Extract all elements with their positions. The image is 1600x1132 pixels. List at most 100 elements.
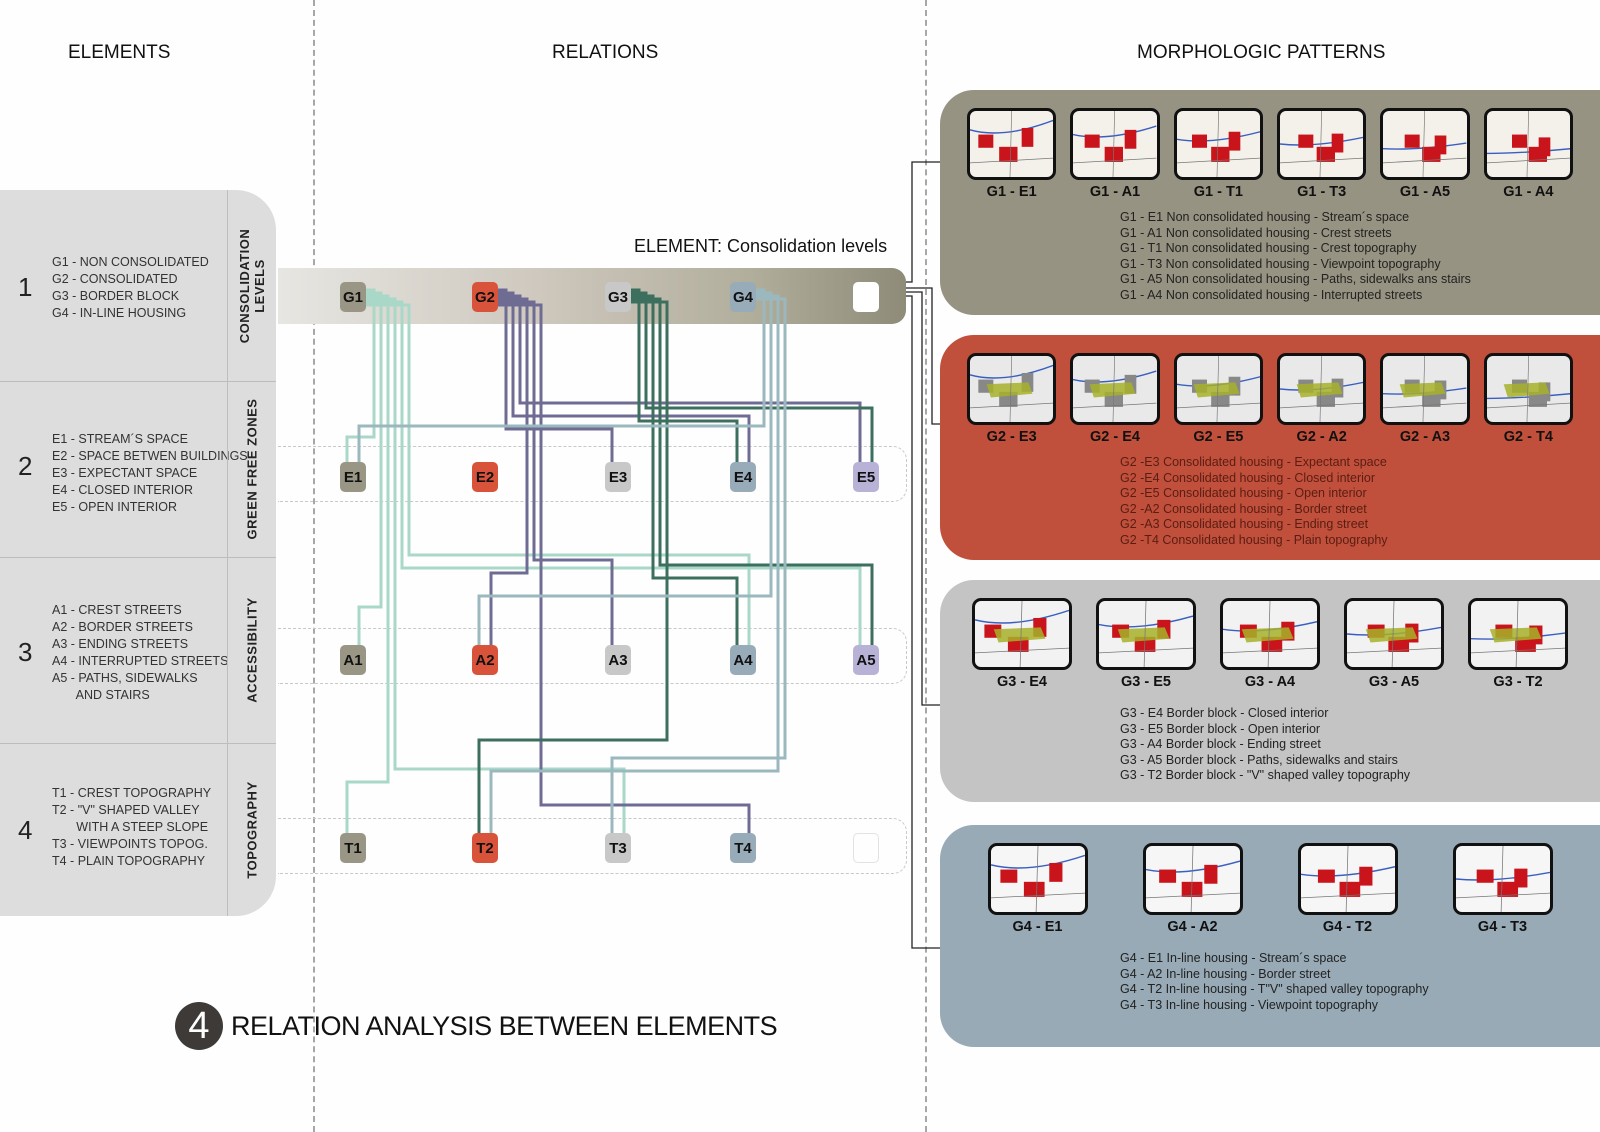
- pattern-thumbnail-map[interactable]: [1483, 108, 1573, 180]
- pattern-thumbnail-map[interactable]: [1468, 598, 1568, 670]
- node-t1[interactable]: T1: [340, 833, 366, 863]
- node-g1[interactable]: G1: [340, 282, 366, 312]
- element-item: G1 - NON CONSOLIDATED: [52, 255, 209, 269]
- pattern-thumbnail-map[interactable]: [1277, 108, 1367, 180]
- pattern-thumbnail-label: G2 - E4: [1090, 429, 1140, 445]
- pattern-thumbnail-map[interactable]: [1173, 353, 1263, 425]
- element-item: G3 - BORDER BLOCK: [52, 289, 180, 303]
- pattern-thumbnail-map[interactable]: [972, 598, 1072, 670]
- node-e3[interactable]: E3: [605, 462, 631, 492]
- element-item: A2 - BORDER STREETS: [52, 620, 193, 634]
- element-item: AND STAIRS: [52, 688, 150, 702]
- pattern-thumbnail-label: G3 - E5: [1121, 674, 1171, 690]
- element-group-list: T1 - CREST TOPOGRAPHY T2 - "V" SHAPED VAL…: [52, 785, 211, 870]
- pattern-description-line: G3 - E4 Border block - Closed interior: [1120, 706, 1329, 720]
- element-item: E4 - CLOSED INTERIOR: [52, 483, 193, 497]
- node-t3[interactable]: T3: [605, 833, 631, 863]
- element-item: T3 - VIEWPOINTS TOPOG.: [52, 837, 208, 851]
- pattern-thumbnail-label: G4 - T2: [1322, 919, 1373, 935]
- pattern-thumbnail-map[interactable]: [1452, 843, 1553, 915]
- node-a3[interactable]: A3: [605, 645, 631, 675]
- pattern-thumbnail-label: G3 - A5: [1368, 674, 1420, 690]
- pattern-thumbnail-label: G4 - A2: [1167, 919, 1218, 935]
- node-g4[interactable]: G4: [730, 282, 756, 312]
- node-g3[interactable]: G3: [605, 282, 631, 312]
- pattern-description-line: G1 - A1 Non consolidated housing - Crest…: [1120, 225, 1392, 240]
- pattern-thumbnail-label: G1 - A5: [1399, 184, 1451, 200]
- node-a1[interactable]: A1: [340, 645, 366, 675]
- pattern-descriptions: G4 - E1 In-line housing - Stream´s space…: [1120, 951, 1429, 1013]
- node-empty[interactable]: [853, 833, 879, 863]
- pattern-description-line: G1 - T1 Non consolidated housing - Crest…: [1120, 241, 1417, 255]
- node-e2[interactable]: E2: [472, 462, 498, 492]
- pattern-thumbnail-map[interactable]: [1220, 598, 1320, 670]
- pattern-thumbnail-label: G2 - E3: [986, 429, 1037, 445]
- element-item: E2 - SPACE BETWEN BUILDINGS: [52, 449, 248, 463]
- pattern-thumbnail-map[interactable]: [1173, 108, 1263, 180]
- pattern-thumbnail-map[interactable]: [967, 108, 1057, 180]
- node-e1[interactable]: E1: [340, 462, 366, 492]
- node-a5[interactable]: A5: [853, 645, 879, 675]
- element-group-number: 2: [18, 451, 33, 481]
- pattern-thumbnail-map[interactable]: [1483, 353, 1573, 425]
- node-g2[interactable]: G2: [472, 282, 498, 312]
- pattern-thumbnail-label: G3 - A4: [1244, 674, 1296, 690]
- element-item: G4 - IN-LINE HOUSING: [52, 306, 187, 320]
- pattern-thumbnail-map[interactable]: [1277, 353, 1367, 425]
- node-t2[interactable]: T2: [472, 833, 498, 863]
- element-item: E3 - EXPECTANT SPACE: [52, 466, 198, 480]
- pattern-description-line: G1 - A5 Non consolidated housing - Paths…: [1120, 272, 1471, 286]
- pattern-description-line: G2 -E5 Consolidated housing - Open inter…: [1120, 486, 1367, 500]
- element-group-number: 3: [18, 637, 33, 667]
- pattern-description-line: G2 -A2 Consolidated housing - Border str…: [1120, 501, 1367, 516]
- column-divider-right: [925, 0, 927, 1132]
- node-empty[interactable]: [853, 282, 879, 312]
- element-item: G2 - CONSOLIDATED: [52, 272, 178, 286]
- pattern-description-line: G2 -T4 Consolidated housing - Plain topo…: [1120, 532, 1388, 547]
- pattern-thumbnail-map[interactable]: [1380, 108, 1470, 180]
- element-category-label: TOPOGRAPHY: [227, 743, 276, 916]
- element-item: A4 - INTERRUPTED STREETS: [52, 654, 229, 668]
- pattern-thumbnail-label: G1 - A4: [1503, 184, 1554, 200]
- pattern-thumbnail-map[interactable]: [1070, 108, 1160, 180]
- element-item: T1 - CREST TOPOGRAPHY: [52, 786, 212, 800]
- node-e5[interactable]: E5: [853, 462, 879, 492]
- pattern-thumbnail-label: G3 - T2: [1493, 674, 1543, 690]
- pattern-description-line: G1 - E1 Non consolidated housing - Strea…: [1120, 210, 1410, 224]
- pattern-thumbnail-map[interactable]: [1070, 353, 1160, 425]
- element-item: A1 - CREST STREETS: [52, 603, 182, 617]
- pattern-thumbnail-map[interactable]: [1344, 598, 1444, 670]
- figure-number-badge: 4: [175, 1002, 223, 1050]
- element-item: A3 - ENDING STREETS: [52, 637, 189, 651]
- pattern-thumbnail-label: G1 - T3: [1297, 184, 1347, 200]
- pattern-panel-g2: G2 - E3 G2 - E4 G2 - E5 G2 - A2: [940, 335, 1600, 560]
- pattern-thumbnail-map[interactable]: [967, 353, 1057, 425]
- column-divider-left: [313, 0, 315, 1132]
- element-group-list: A1 - CREST STREETS A2 - BORDER STREETS A3 …: [52, 602, 228, 704]
- pattern-thumbnail-map[interactable]: [987, 843, 1088, 915]
- pattern-description-line: G4 - E1 In-line housing - Stream´s space: [1120, 951, 1347, 965]
- node-e4[interactable]: E4: [730, 462, 756, 492]
- pattern-thumbnail-map[interactable]: [1096, 598, 1196, 670]
- pattern-thumbnail-map[interactable]: [1297, 843, 1398, 915]
- pattern-description-line: G1 - T3 Non consolidated housing - Viewp…: [1120, 256, 1441, 271]
- pattern-panel-g3: G3 - E4 G3 - E5 G3 - A4 G3 - A5: [940, 580, 1600, 802]
- pattern-description-line: G3 - A4 Border block - Ending street: [1120, 737, 1321, 751]
- element-item: T2 - "V" SHAPED VALLEY: [52, 803, 200, 817]
- pattern-thumbnail-label: G4 - T3: [1477, 919, 1528, 935]
- pattern-thumbnail-map[interactable]: [1142, 843, 1243, 915]
- element-item: E5 - OPEN INTERIOR: [52, 500, 178, 514]
- pattern-description-line: G2 -E4 Consolidated housing - Closed int…: [1120, 470, 1375, 485]
- node-a4[interactable]: A4: [730, 645, 756, 675]
- node-t4[interactable]: T4: [730, 833, 756, 863]
- pattern-thumbnail-label: G1 - T1: [1193, 184, 1243, 200]
- node-a2[interactable]: A2: [472, 645, 498, 675]
- pattern-description-line: G3 - A5 Border block - Paths, sidewalks …: [1120, 752, 1398, 767]
- pattern-thumbnail-map[interactable]: [1380, 353, 1470, 425]
